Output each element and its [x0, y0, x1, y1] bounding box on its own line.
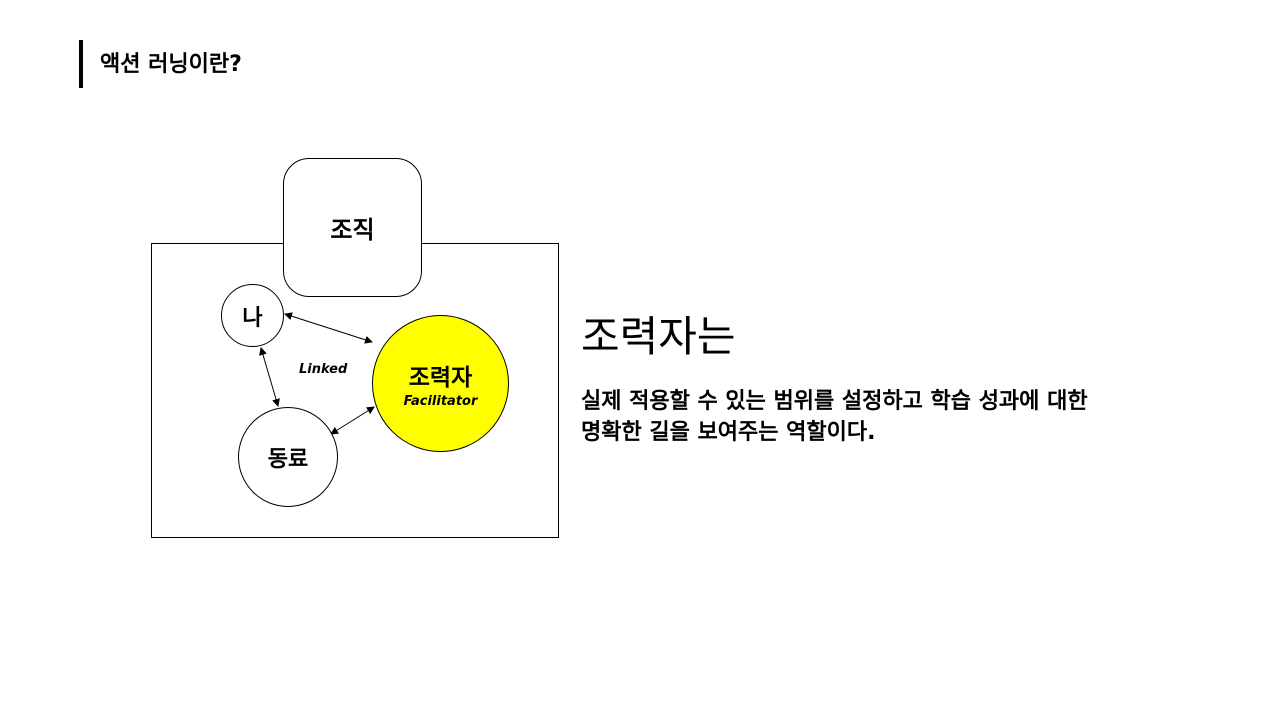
- me-label: 나: [242, 305, 263, 331]
- organization-box: 조직: [283, 158, 422, 297]
- facilitator-label: 조력자: [408, 365, 473, 391]
- facilitator-node: 조력자 Facilitator: [372, 315, 509, 452]
- linked-label: Linked: [299, 362, 348, 377]
- peer-node: 동료: [238, 407, 338, 507]
- organization-label: 조직: [330, 216, 375, 244]
- description-text: 실제 적용할 수 있는 범위를 설정하고 학습 성과에 대한 명확한 길을 보여…: [581, 386, 1201, 448]
- peer-label: 동료: [267, 447, 309, 472]
- title-accent-bar: [79, 40, 83, 88]
- me-node: 나: [221, 284, 284, 347]
- section-heading: 조력자는: [581, 312, 736, 361]
- page-title: 액션 러닝이란?: [100, 52, 242, 77]
- description-line: 실제 적용할 수 있는 범위를 설정하고 학습 성과에 대한: [581, 389, 1088, 414]
- description-line: 명확한 길을 보여주는 역할이다.: [581, 420, 876, 445]
- facilitator-sub-label: Facilitator: [403, 394, 478, 409]
